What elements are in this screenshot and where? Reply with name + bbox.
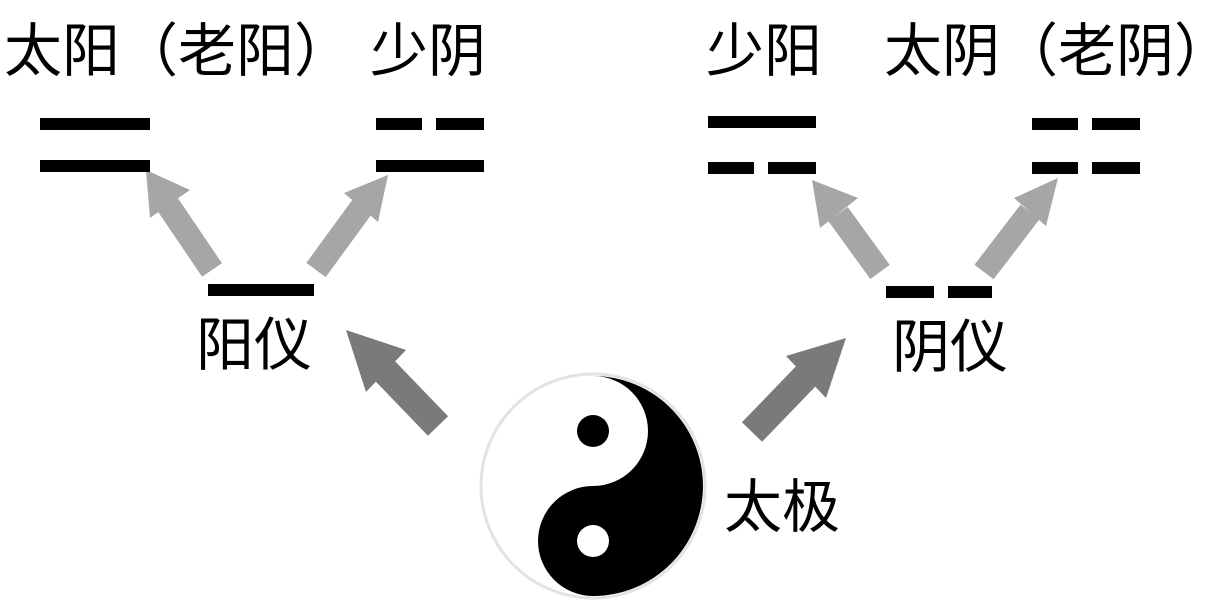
yin-line-segment (1032, 162, 1078, 174)
label-taiyin: 太阴（老阴） (884, 17, 1230, 85)
yin-line-segment (708, 162, 754, 174)
label-shaoyang: 少阳 (706, 17, 823, 85)
arrow-taiji-to-yinyi (741, 338, 846, 442)
yinyi-line (886, 286, 992, 298)
label-taiji: 太极 (724, 473, 841, 541)
arrow-yangyi-to-taiyang (146, 170, 222, 277)
yang-line (40, 160, 150, 172)
yin-line-segment (886, 286, 934, 298)
yin-line-segment (376, 118, 422, 130)
yang-line (376, 160, 484, 172)
arrow-taiji-to-yangyi (346, 330, 449, 436)
yin-line-segment (948, 286, 992, 298)
arrow-yangyi-to-shaoyin (306, 175, 388, 278)
trigram-taiyin (1032, 118, 1140, 174)
yin-line-segment (1092, 118, 1140, 130)
trigram-shaoyin (376, 118, 484, 172)
yin-line-segment (1032, 118, 1078, 130)
label-yinyi: 阴仪 (892, 313, 1009, 381)
taiji-symbol-icon (479, 372, 707, 600)
label-taiyang: 太阳（老阳） (4, 17, 353, 85)
yang-line (40, 118, 150, 130)
yang-line (708, 116, 816, 128)
arrow-yinyi-to-shaoyang (812, 180, 890, 280)
arrow-yinyi-to-taiyin (974, 178, 1058, 280)
yin-line-segment (436, 118, 484, 130)
trigram-taiyang (40, 118, 150, 172)
yin-line-segment (768, 162, 816, 174)
yin-line-segment (1092, 162, 1140, 174)
yangyi-line (208, 284, 314, 296)
trigram-shaoyang (708, 116, 816, 174)
label-shaoyin: 少阴 (370, 17, 487, 85)
label-yangyi: 阳仪 (196, 311, 313, 379)
